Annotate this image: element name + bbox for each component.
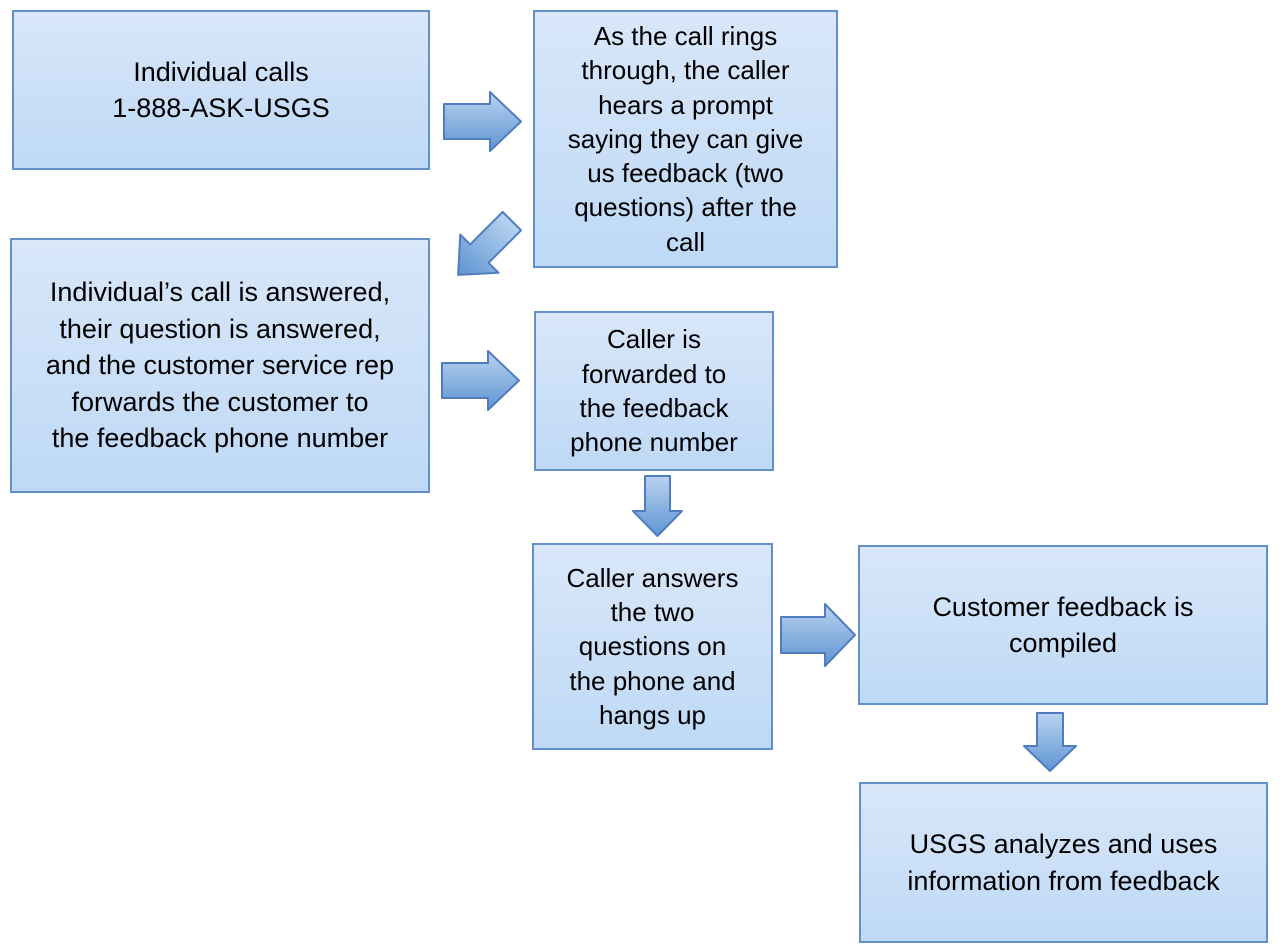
node-caller-answers: Caller answers the two questions on the … — [532, 543, 773, 750]
node-call-rings-through-text: As the call rings through, the caller he… — [567, 20, 804, 257]
node-call-answered: Individual’s call is answered, their que… — [10, 238, 430, 493]
node-call-rings-through: As the call rings through, the caller he… — [533, 10, 838, 268]
arrow-right-icon — [441, 349, 521, 412]
arrow-right-icon — [443, 90, 523, 153]
node-feedback-compiled: Customer feedback is compiled — [858, 545, 1268, 705]
arrow-down-icon — [632, 475, 683, 537]
arrow-right-icon — [780, 602, 857, 668]
node-caller-answers-text: Caller answers the two questions on the … — [566, 562, 739, 730]
node-call-answered-text: Individual’s call is answered, their que… — [45, 277, 395, 454]
node-individual-calls-text: Individual calls 1-888-ASK-USGS — [112, 56, 330, 123]
node-feedback-compiled-text: Customer feedback is compiled — [932, 591, 1194, 658]
node-usgs-analyzes-text: USGS analyzes and uses information from … — [907, 829, 1220, 896]
node-caller-forwarded: Caller is forwarded to the feedback phon… — [534, 311, 774, 471]
node-caller-forwarded-text: Caller is forwarded to the feedback phon… — [570, 324, 738, 458]
node-individual-calls: Individual calls 1-888-ASK-USGS — [12, 10, 430, 170]
node-usgs-analyzes: USGS analyzes and uses information from … — [859, 782, 1268, 943]
arrow-down-left-icon — [444, 207, 526, 289]
arrow-down-icon — [1023, 712, 1077, 772]
